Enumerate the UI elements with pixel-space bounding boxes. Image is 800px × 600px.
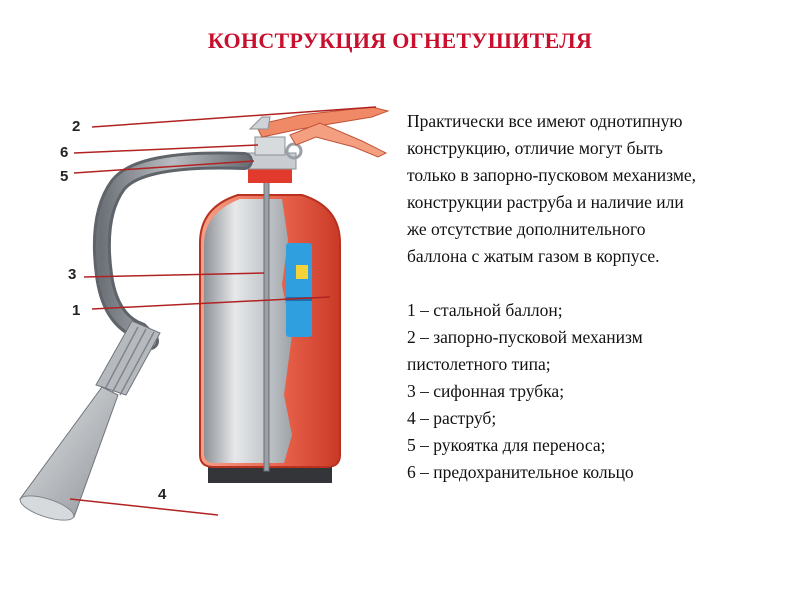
siphon-tube <box>264 181 269 471</box>
callout-1: 1 <box>72 302 80 319</box>
legend-item: 1 – стальной баллон; <box>407 297 787 324</box>
legend-item: 5 – рукоятка для переноса; <box>407 432 787 459</box>
legend-item: пистолетного типа; <box>407 351 787 378</box>
callout-3: 3 <box>68 266 76 283</box>
hose-coupling <box>96 321 160 395</box>
description-line: конструкцию, отличие могут быть <box>407 135 787 162</box>
callout-5: 5 <box>60 168 68 185</box>
legend-item: 4 – раструб; <box>407 405 787 432</box>
callout-2: 2 <box>72 118 80 135</box>
slide-title: КОНСТРУКЦИЯ ОГНЕТУШИТЕЛЯ <box>0 28 800 54</box>
callout-4: 4 <box>158 486 167 503</box>
discharge-horn <box>18 387 118 525</box>
description-line: Практически все имеют однотипную <box>407 108 787 135</box>
description-paragraph: Практически все имеют однотипную констру… <box>407 108 787 270</box>
description-block: Практически все имеют однотипную констру… <box>407 108 787 486</box>
parts-legend: 1 – стальной баллон; 2 – запорно-пусково… <box>407 297 787 486</box>
legend-item: 2 – запорно-пусковой механизм <box>407 324 787 351</box>
description-line: баллона с жатым газом в корпусе. <box>407 243 787 270</box>
legend-item: 3 – сифонная трубка; <box>407 378 787 405</box>
description-line: конструкции раструба и наличие или <box>407 189 787 216</box>
callout-6: 6 <box>60 144 68 161</box>
description-line: только в запорно-пусковом механизме, <box>407 162 787 189</box>
steel-cylinder <box>200 195 340 467</box>
description-line: же отсутствие дополнительного <box>407 216 787 243</box>
legend-item: 6 – предохранительное кольцо <box>407 459 787 486</box>
extinguisher-diagram: 2 6 5 3 1 4 <box>0 95 400 525</box>
